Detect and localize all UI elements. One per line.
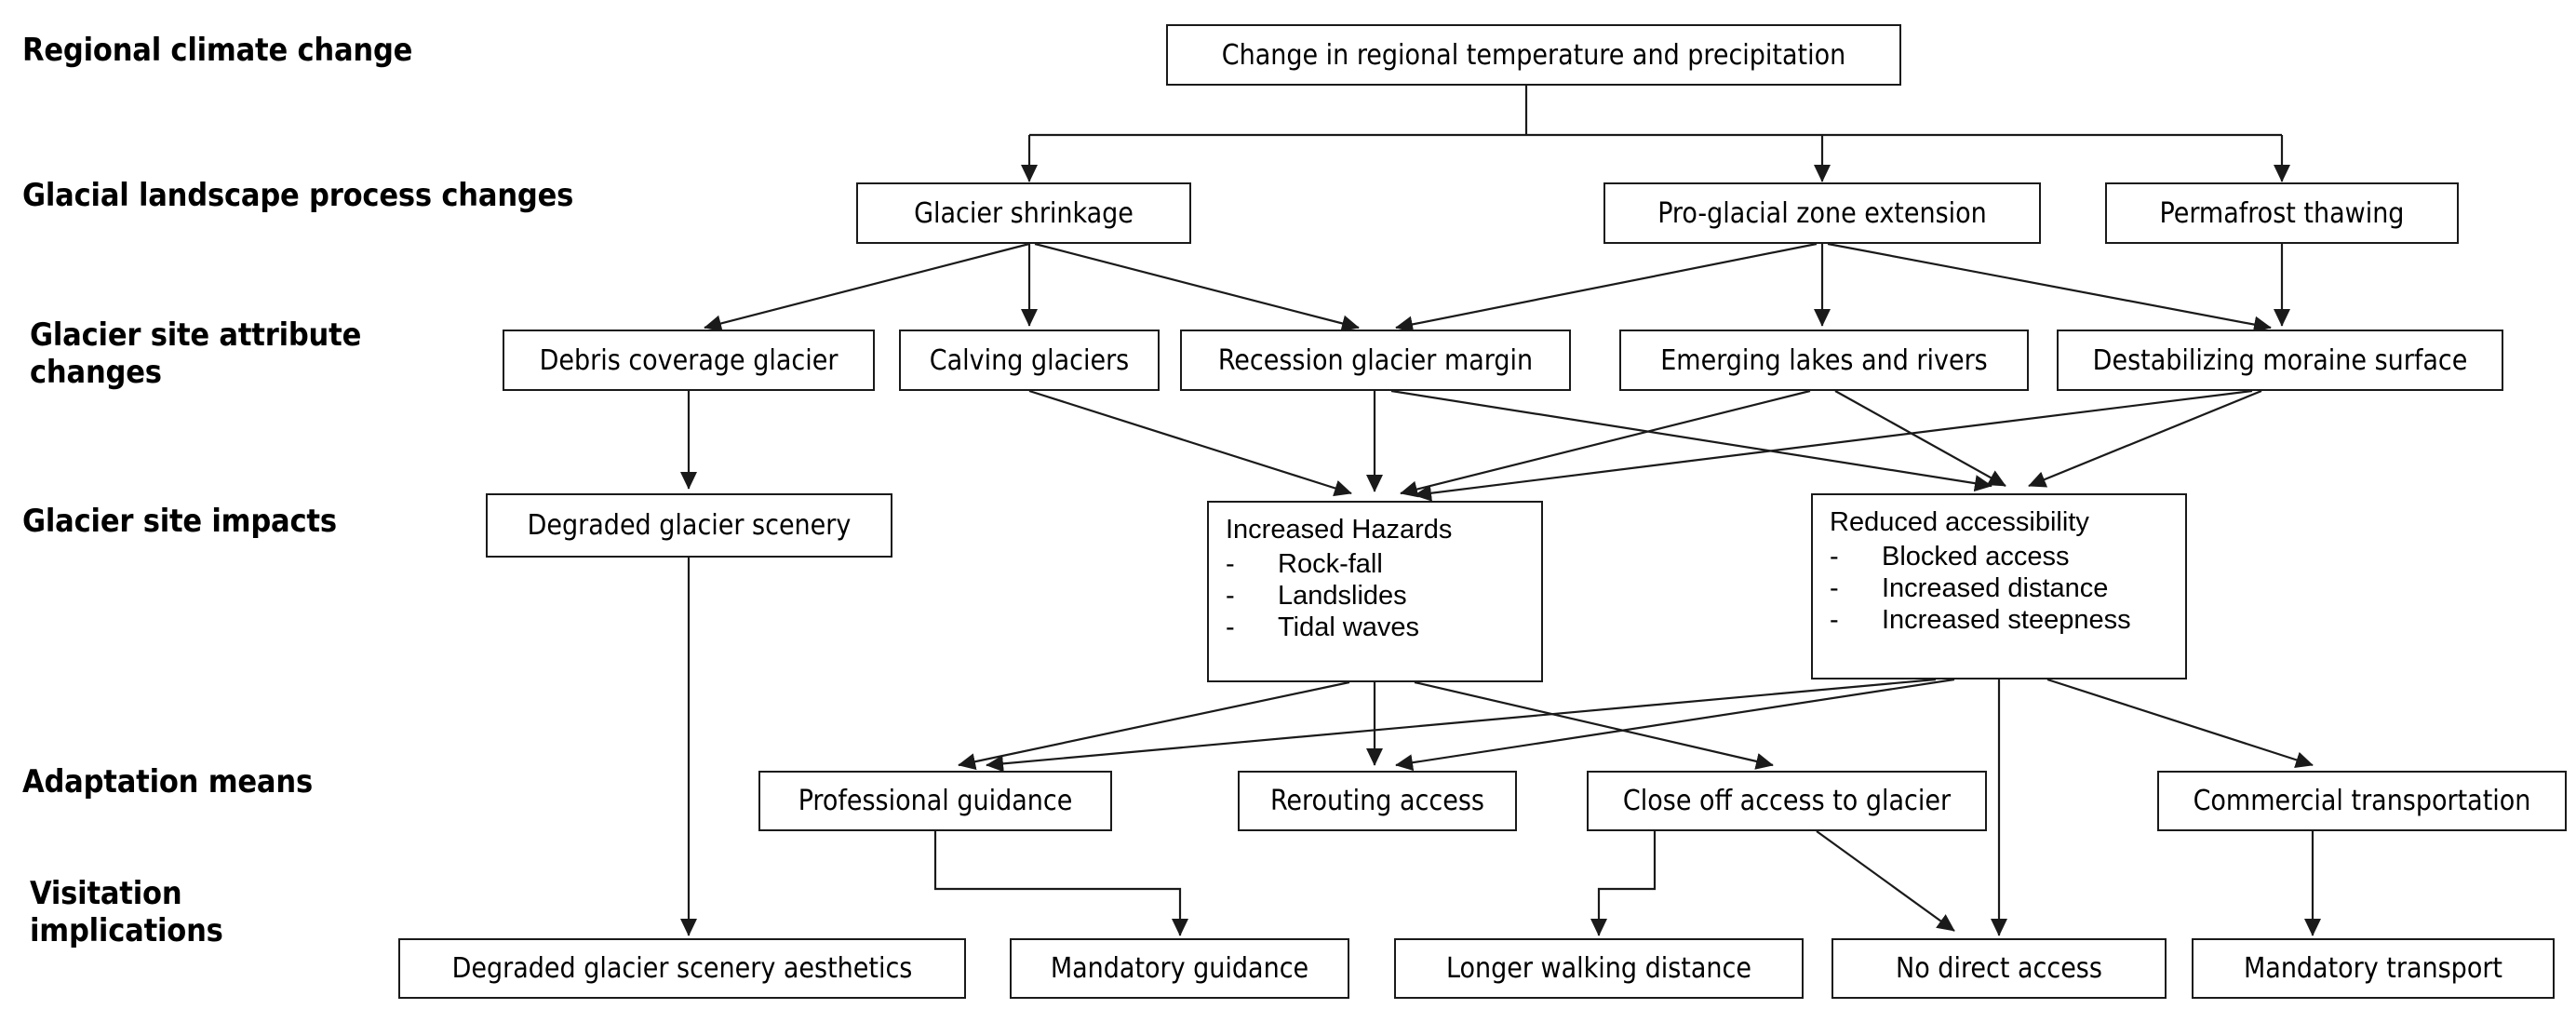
node-pro-glacial-zone-extension[interactable]: Pro-glacial zone extension — [1603, 182, 2041, 244]
list-item-label: Increased steepness — [1882, 605, 2131, 635]
reduced-accessibility-list: - Blocked access - Increased distance - Inc… — [1830, 541, 2170, 636]
row-label-glacial-landscape-process-changes: Glacial landscape process changes — [22, 177, 574, 214]
node-change-in-regional-temperature-and-precipitation[interactable]: Change in regional temperature and preci… — [1166, 24, 1901, 86]
bullet-dash: - — [1226, 612, 1235, 642]
list-item: - Landslides — [1226, 580, 1526, 612]
row-label-regional-climate-change: Regional climate change — [22, 32, 413, 69]
edge-recession-to-reduced — [1390, 389, 1992, 492]
node-reduced-accessibility[interactable]: Reduced accessibility - Blocked access - I… — [1811, 493, 2187, 679]
node-degraded-glacier-scenery-aesthetics[interactable]: Degraded glacier scenery aesthetics — [398, 938, 966, 999]
node-recession-glacier-margin[interactable]: Recession glacier margin — [1180, 330, 1571, 391]
increased-hazards-title: Increased Hazards — [1226, 515, 1453, 545]
bullet-dash: - — [1226, 549, 1235, 579]
bullet-dash: - — [1830, 573, 1839, 603]
node-commercial-transportation[interactable]: Commercial transportation — [2157, 771, 2567, 831]
row-label-glacier-site-attribute-changes: Glacier site attribute changes — [30, 316, 362, 391]
list-item: - Rock-fall — [1226, 548, 1526, 580]
edge-hazards-to-profguidance — [958, 680, 1350, 771]
edge-calving-to-hazards — [1028, 389, 1352, 497]
edge-profguidance-to-mandguidance — [933, 831, 1189, 936]
row-label-adaptation-means: Adaptation means — [22, 763, 313, 801]
bullet-dash: - — [1226, 581, 1235, 611]
node-debris-coverage-glacier[interactable]: Debris coverage glacier — [503, 330, 875, 391]
node-mandatory-guidance[interactable]: Mandatory guidance — [1010, 938, 1349, 999]
list-item-label: Rock-fall — [1278, 549, 1383, 579]
list-item-label: Blocked access — [1882, 542, 2070, 572]
node-emerging-lakes-and-rivers[interactable]: Emerging lakes and rivers — [1619, 330, 2029, 391]
list-item: - Tidal waves — [1226, 612, 1526, 643]
node-destabilizing-moraine-surface[interactable]: Destabilizing moraine surface — [2057, 330, 2503, 391]
node-permafrost-thawing[interactable]: Permafrost thawing — [2105, 182, 2459, 244]
edge-rerouting-to-longerwalking — [1590, 831, 1657, 936]
edge-proglacial-to-recession — [1395, 242, 1818, 333]
node-longer-walking-distance[interactable]: Longer walking distance — [1394, 938, 1804, 999]
node-glacier-shrinkage[interactable]: Glacier shrinkage — [856, 182, 1191, 244]
edge-hazards-to-closeoff — [1414, 680, 1774, 770]
node-increased-hazards[interactable]: Increased Hazards - Rock-fall - Landslides… — [1207, 501, 1543, 682]
list-item-label: Tidal waves — [1278, 612, 1420, 642]
edge-shrinkage-to-debris — [704, 242, 1030, 332]
list-item-label: Increased distance — [1882, 573, 2109, 603]
edge-lakes-to-hazards — [1400, 389, 1811, 498]
bullet-dash: - — [1830, 605, 1839, 635]
node-mandatory-transport[interactable]: Mandatory transport — [2192, 938, 2555, 999]
list-item: - Blocked access — [1830, 541, 2170, 572]
increased-hazards-list: - Rock-fall - Landslides - Tidal waves — [1226, 548, 1526, 643]
edge-reduced-to-rerouting — [1395, 678, 1955, 772]
node-no-direct-access[interactable]: No direct access — [1831, 938, 2167, 999]
reduced-accessibility-title: Reduced accessibility — [1830, 507, 2089, 537]
node-close-off-access-to-glacier[interactable]: Close off access to glacier — [1587, 771, 1987, 831]
node-degraded-glacier-scenery[interactable]: Degraded glacier scenery — [486, 493, 892, 558]
list-item: - Increased distance — [1830, 572, 2170, 604]
row-label-glacier-site-impacts: Glacier site impacts — [22, 503, 337, 540]
list-item: - Increased steepness — [1830, 604, 2170, 636]
edge-moraine-to-hazards — [1414, 389, 2253, 502]
edge-lakes-to-reduced — [1834, 390, 2006, 487]
node-rerouting-access[interactable]: Rerouting access — [1238, 771, 1517, 831]
edge-shrinkage-to-recession — [1034, 242, 1360, 332]
edge-closeoff-to-nodirect — [1816, 830, 1955, 932]
edge-reduced-to-commercial — [2046, 678, 2314, 769]
node-calving-glaciers[interactable]: Calving glaciers — [899, 330, 1160, 391]
edge-moraine-to-reduced — [2028, 389, 2262, 488]
row-label-visitation-implications: Visitation implications — [30, 875, 223, 949]
list-item-label: Landslides — [1278, 581, 1407, 611]
bullet-dash: - — [1830, 542, 1839, 572]
edge-proglacial-to-moraine — [1827, 242, 2272, 333]
node-professional-guidance[interactable]: Professional guidance — [758, 771, 1112, 831]
edge-reduced-to-profguidance — [986, 678, 1937, 773]
